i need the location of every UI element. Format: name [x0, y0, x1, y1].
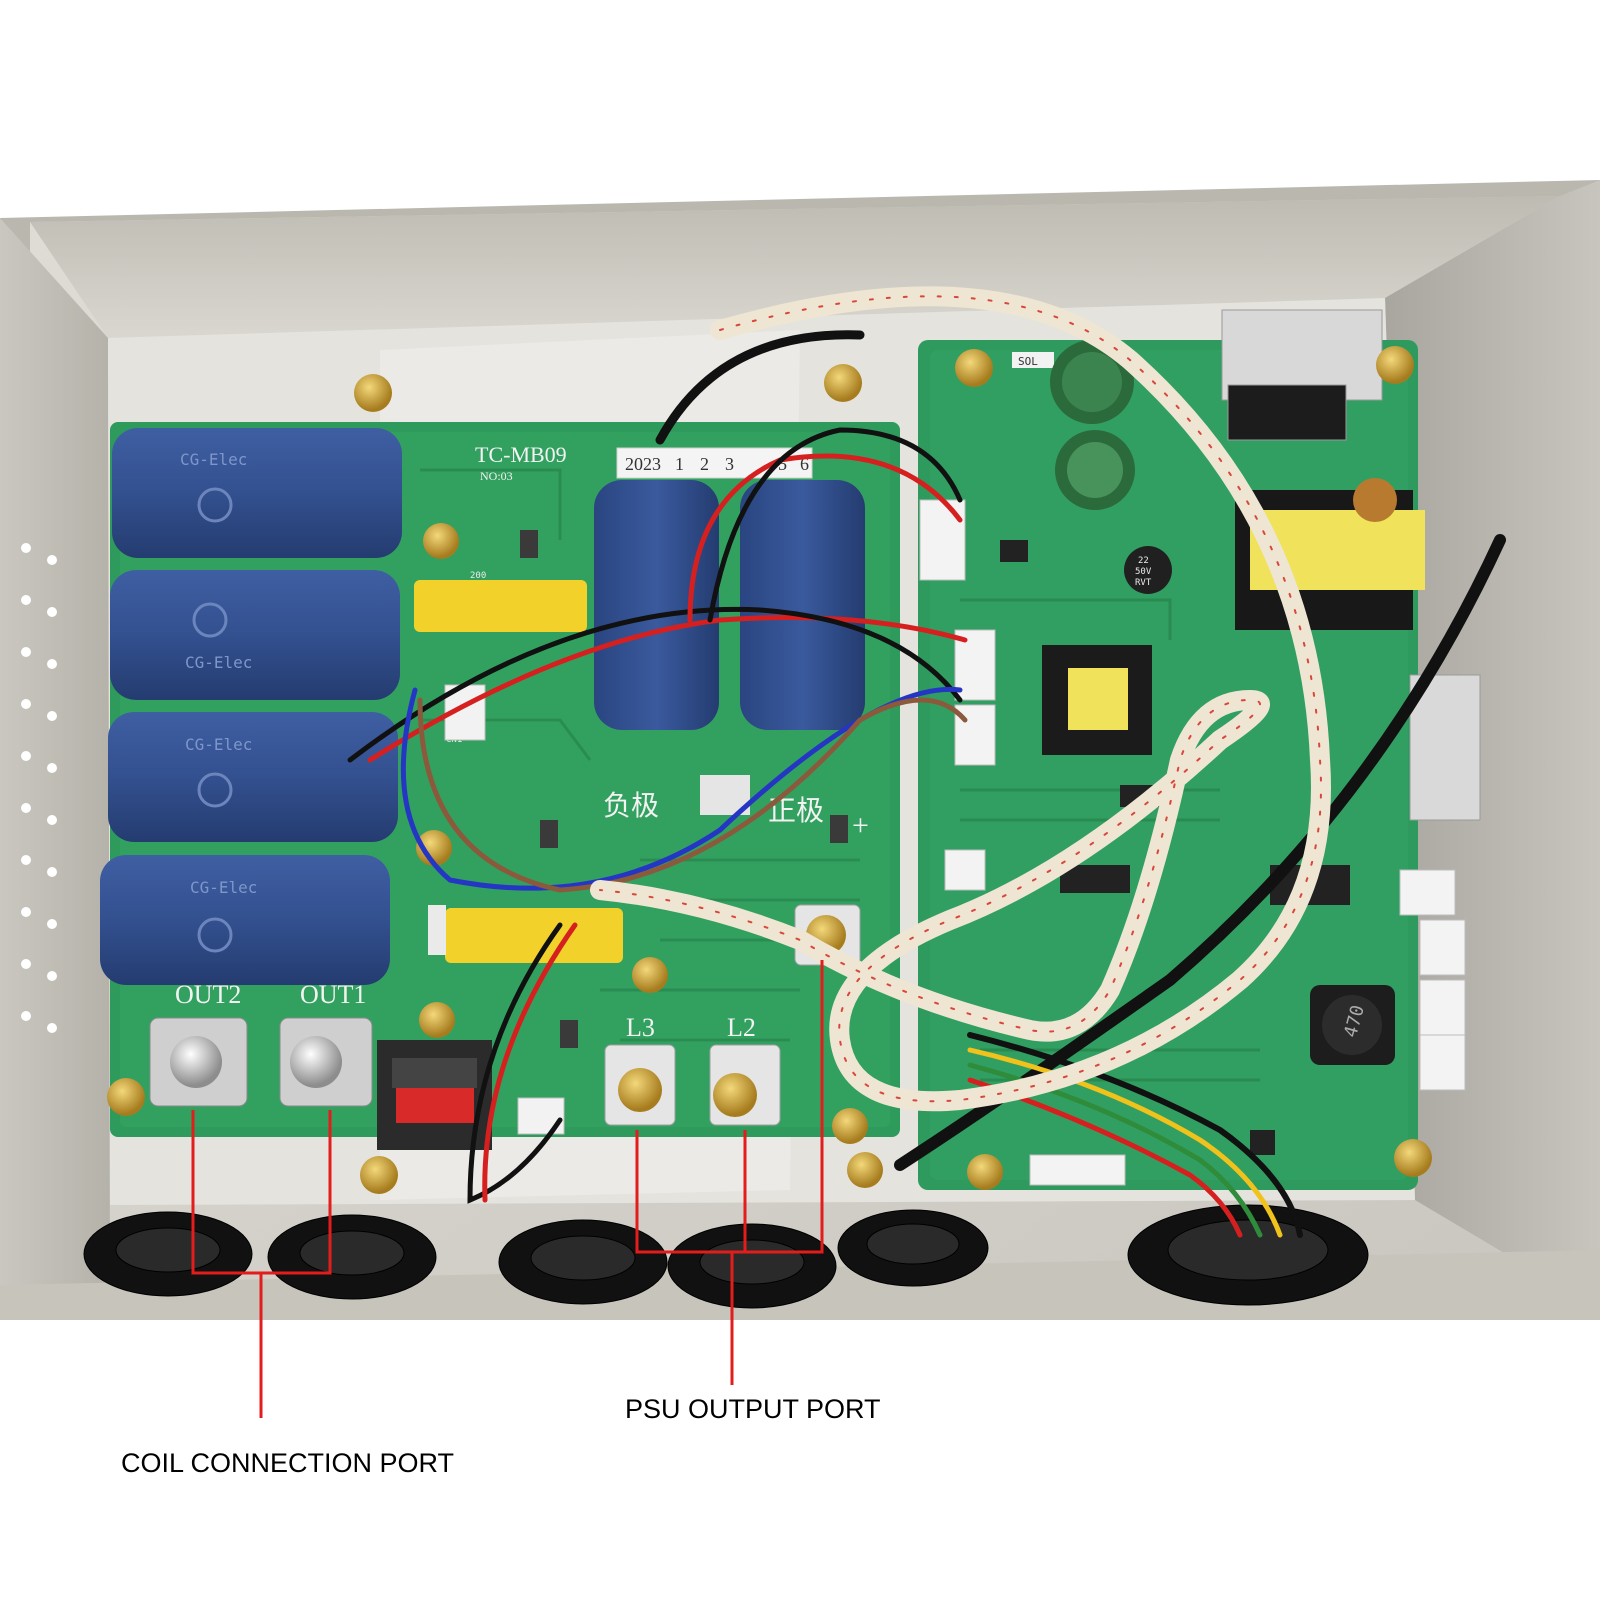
coil-connection-port-label: COIL CONNECTION PORT	[121, 1448, 455, 1478]
l3-terminal-label: L3	[626, 1013, 655, 1042]
driver-pcb-left: TC-MB09 NO:03 2023 1 2 3 5 6 负极 正极 + CN1…	[100, 422, 900, 1154]
yellow-capacitor-upper	[414, 580, 587, 632]
heat-sink-upper	[1221, 309, 1383, 441]
svg-text:2: 2	[700, 454, 709, 474]
psu-output-port-label: PSU OUTPUT PORT	[625, 1394, 881, 1424]
svg-text:CG-Elec: CG-Elec	[185, 735, 252, 754]
board-model-label: TC-MB09	[475, 442, 567, 467]
output-terminals	[149, 904, 861, 1126]
svg-text:50V: 50V	[1135, 567, 1152, 577]
psu-port-callout-lines	[635, 960, 824, 1385]
board-serial-label: NO:03	[480, 469, 513, 483]
out2-terminal-label: OUT2	[175, 980, 241, 1009]
electrolytic-value-label: 22	[1138, 556, 1149, 566]
connector-cn2-label: CN2	[567, 1138, 577, 1154]
cable-grommets	[83, 1204, 1369, 1309]
negative-polarity-label: 负极	[603, 790, 659, 822]
svg-text:5: 5	[778, 454, 787, 474]
mounting-screws	[107, 346, 1432, 1194]
svg-text:1: 1	[675, 454, 684, 474]
svg-text:200: 200	[470, 571, 486, 581]
coil-port-callout-lines	[191, 1110, 332, 1418]
numbered-terminal-header: 2023 1 2 3 5 6	[616, 447, 813, 479]
yellow-capacitor-lower	[445, 908, 623, 963]
sol-label: SOL	[1018, 355, 1038, 368]
svg-text:3: 3	[725, 454, 734, 474]
power-inductor: 470	[1310, 985, 1395, 1065]
svg-text:CG-Elec: CG-Elec	[185, 653, 252, 672]
svg-text:+: +	[852, 809, 869, 842]
enclosure-top-wall	[30, 196, 1560, 338]
svg-text:CG-Elec: CG-Elec	[190, 878, 257, 897]
out1-terminal-label: OUT1	[300, 980, 366, 1009]
svg-text:RVT: RVT	[1135, 578, 1152, 588]
svg-text:6: 6	[800, 454, 809, 474]
sleeved-high-temp-wire	[590, 286, 1331, 1112]
vent-holes	[21, 543, 57, 1033]
l2-terminal-label: L2	[727, 1013, 756, 1042]
film-capacitor-bank: CG-Elec CG-Elec CG-Elec CG-Elec	[100, 428, 865, 985]
heat-sink-lower	[1409, 674, 1481, 821]
capacitor-brand-label: CG-Elec	[180, 450, 247, 469]
wiring-harness	[347, 330, 1506, 1238]
svg-text:2023: 2023	[625, 454, 661, 474]
